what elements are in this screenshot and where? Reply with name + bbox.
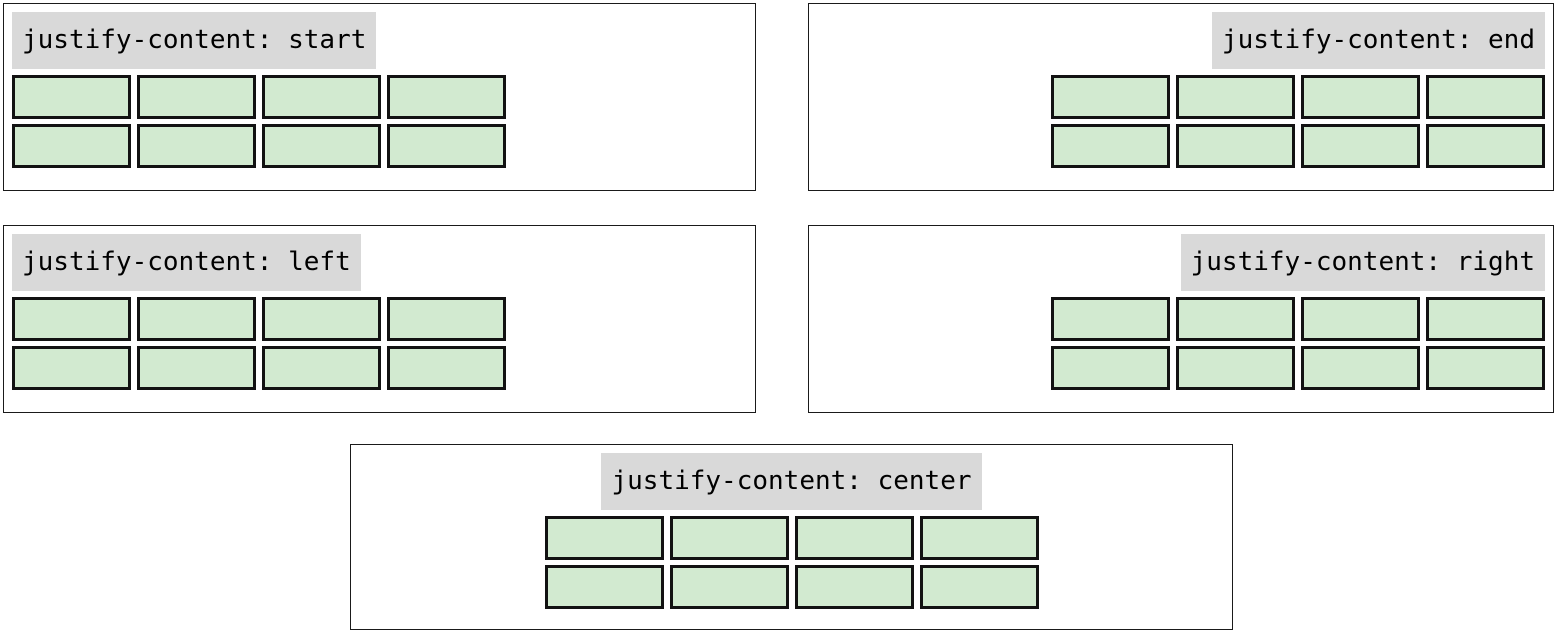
- flex-item[interactable]: [1426, 124, 1545, 168]
- flex-item[interactable]: [1426, 297, 1545, 341]
- flex-item[interactable]: [1176, 346, 1295, 390]
- demo-panel-start: justify-content: start: [3, 3, 756, 191]
- flex-item[interactable]: [137, 346, 256, 390]
- panel-label-left: justify-content: left: [12, 234, 361, 291]
- flex-item[interactable]: [794, 565, 914, 609]
- flex-item[interactable]: [387, 297, 506, 341]
- flex-item[interactable]: [262, 124, 381, 168]
- flex-item[interactable]: [262, 297, 381, 341]
- flex-item[interactable]: [137, 124, 256, 168]
- flex-item[interactable]: [669, 516, 789, 560]
- flex-item[interactable]: [262, 346, 381, 390]
- flex-item[interactable]: [137, 75, 256, 119]
- flex-item[interactable]: [919, 565, 1039, 609]
- flex-item[interactable]: [1176, 297, 1295, 341]
- item-row: [1051, 75, 1545, 119]
- flex-item[interactable]: [544, 565, 664, 609]
- item-row: [544, 516, 1039, 560]
- panel-label-center: justify-content: center: [601, 453, 982, 510]
- item-row: [12, 297, 506, 341]
- flex-item[interactable]: [12, 297, 131, 341]
- panel-label-right: justify-content: right: [1180, 234, 1545, 291]
- flex-item[interactable]: [137, 297, 256, 341]
- flex-item[interactable]: [1176, 75, 1295, 119]
- flex-item[interactable]: [12, 124, 131, 168]
- item-row: [1051, 297, 1545, 341]
- flex-item[interactable]: [1301, 346, 1420, 390]
- item-row: [12, 75, 506, 119]
- item-grid-right: [1051, 297, 1545, 390]
- item-row: [544, 565, 1039, 609]
- flex-item[interactable]: [12, 346, 131, 390]
- item-row: [12, 346, 506, 390]
- item-grid-center: [544, 516, 1039, 609]
- demo-panel-end: justify-content: end: [808, 3, 1554, 191]
- flex-item[interactable]: [1051, 75, 1170, 119]
- demo-panel-left: justify-content: left: [3, 225, 756, 413]
- flex-item[interactable]: [1301, 124, 1420, 168]
- flex-item[interactable]: [387, 346, 506, 390]
- flex-item[interactable]: [794, 516, 914, 560]
- item-grid-left: [12, 297, 506, 390]
- demo-panel-right: justify-content: right: [808, 225, 1554, 413]
- flex-item[interactable]: [919, 516, 1039, 560]
- item-grid-end: [1051, 75, 1545, 168]
- flex-item[interactable]: [12, 75, 131, 119]
- flex-item[interactable]: [1301, 75, 1420, 119]
- flex-item[interactable]: [669, 565, 789, 609]
- panel-label-end: justify-content: end: [1211, 12, 1545, 69]
- flex-item[interactable]: [1051, 297, 1170, 341]
- flex-item[interactable]: [1051, 346, 1170, 390]
- flex-item[interactable]: [1426, 75, 1545, 119]
- panel-label-start: justify-content: start: [12, 12, 377, 69]
- flex-item[interactable]: [1051, 124, 1170, 168]
- flex-item[interactable]: [387, 75, 506, 119]
- flex-item[interactable]: [262, 75, 381, 119]
- item-row: [1051, 124, 1545, 168]
- flex-item[interactable]: [387, 124, 506, 168]
- flex-item[interactable]: [1176, 124, 1295, 168]
- item-row: [12, 124, 506, 168]
- flex-item[interactable]: [1426, 346, 1545, 390]
- demo-panel-center: justify-content: center: [350, 444, 1233, 630]
- flex-item[interactable]: [544, 516, 664, 560]
- item-row: [1051, 346, 1545, 390]
- flex-item[interactable]: [1301, 297, 1420, 341]
- item-grid-start: [12, 75, 506, 168]
